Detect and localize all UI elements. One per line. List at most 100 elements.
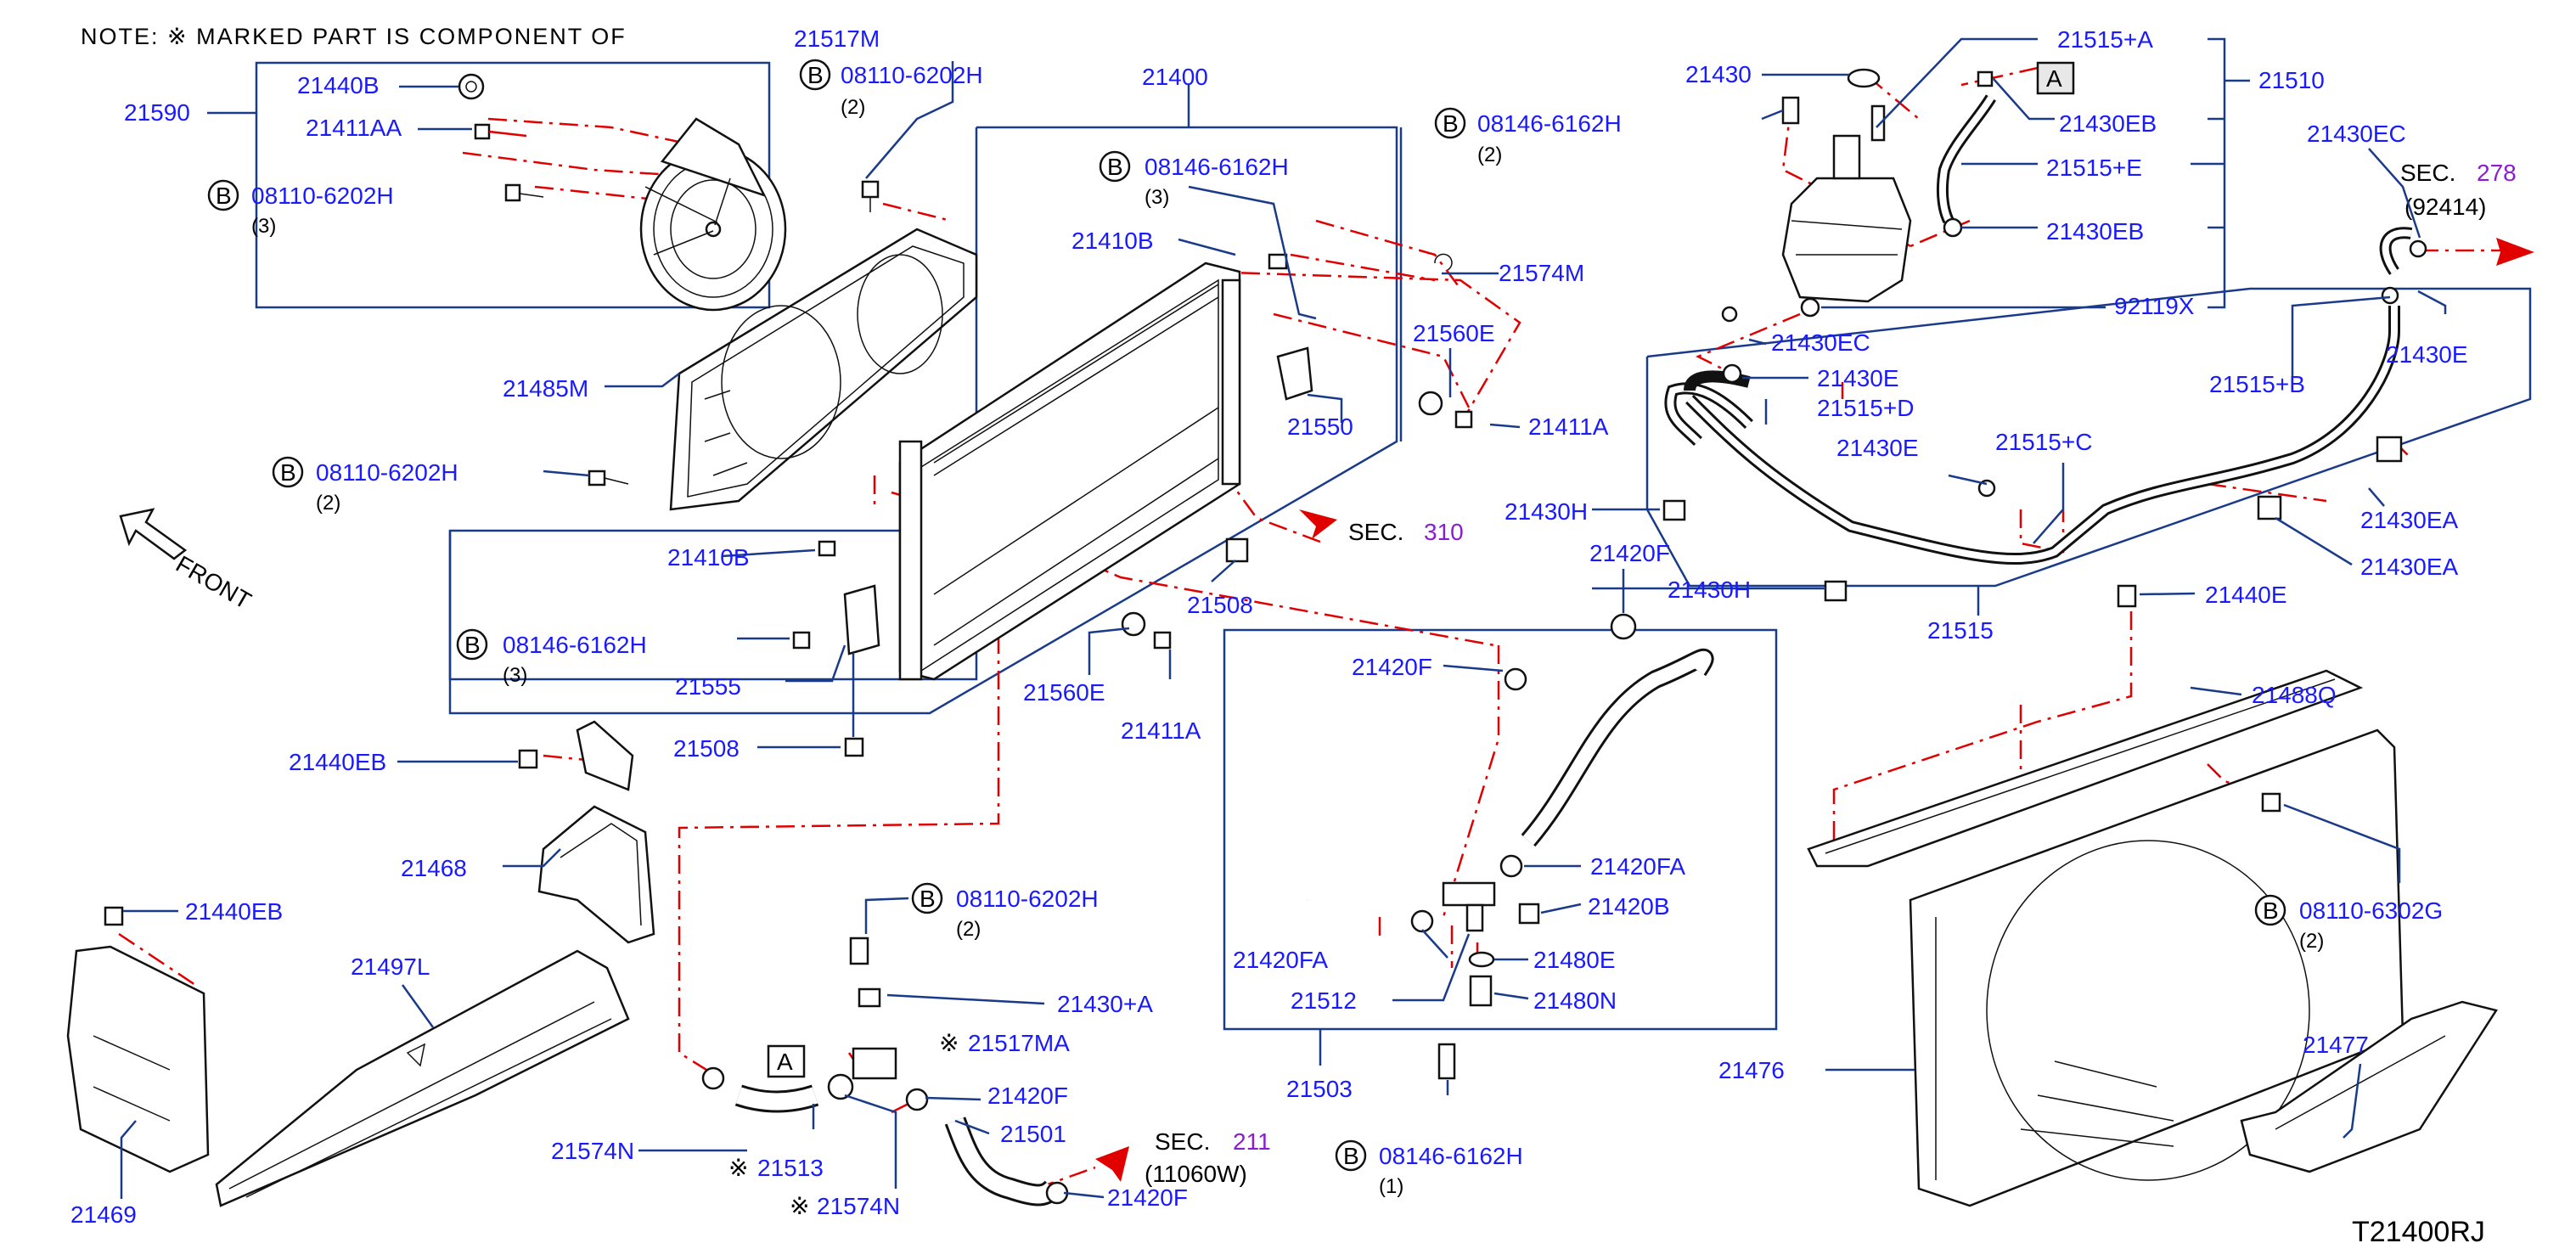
bracket-icon bbox=[1276, 346, 1313, 401]
bolt-icon bbox=[1454, 410, 1473, 429]
bolt-code: 08110-6202H bbox=[316, 459, 458, 486]
callout-label: 21515+A bbox=[2057, 26, 2153, 53]
clip-icon bbox=[1977, 479, 1996, 498]
callout-label: 21469 bbox=[70, 1201, 137, 1228]
ref-box-a-hose: A bbox=[767, 1044, 806, 1078]
bolt-callout-b9: B 08110-6302G (2) bbox=[2254, 894, 2443, 953]
callout-label: 21411A bbox=[1528, 413, 1609, 440]
component-mark: ※ bbox=[939, 1030, 959, 1056]
fan-shroud-21485M bbox=[669, 228, 978, 511]
hose-group-box bbox=[1223, 628, 1778, 1031]
callout-label: 21515+E bbox=[2046, 155, 2142, 181]
callout-label: 21420FA bbox=[1590, 853, 1685, 880]
drain-plug-icon bbox=[1225, 537, 1249, 563]
fan-motor-assembly bbox=[639, 117, 787, 312]
section-ref-211: SEC. 211 (11060W) bbox=[1145, 1128, 1271, 1187]
clip-icon bbox=[1268, 253, 1288, 270]
callout-label: 21411AA bbox=[306, 115, 402, 141]
callout-label: 21430 bbox=[1685, 61, 1752, 87]
callout-label: 21410B bbox=[1071, 228, 1154, 254]
clip-icon bbox=[1943, 217, 1963, 238]
callout-label: 21555 bbox=[675, 673, 741, 700]
drain-plug-icon bbox=[844, 737, 864, 757]
nut-icon bbox=[458, 73, 485, 100]
front-arrow: FRONT bbox=[119, 508, 256, 614]
sec-prefix: SEC. bbox=[2400, 160, 2455, 186]
bracket-icon bbox=[843, 584, 880, 655]
note-text: NOTE: ※ MARKED PART IS COMPONENT OF bbox=[81, 24, 627, 49]
clip-icon bbox=[1662, 499, 1686, 521]
bolt-code: 08110-6202H bbox=[841, 62, 983, 88]
callout-label: 21430EB bbox=[2046, 218, 2144, 245]
grommet-icon bbox=[1121, 611, 1146, 637]
sec-number: 211 bbox=[1233, 1128, 1271, 1155]
sec-278-arrow-icon bbox=[2496, 238, 2534, 266]
callout-label: 21420FA bbox=[1233, 947, 1328, 973]
callout-label: 21468 bbox=[401, 855, 467, 881]
sec-sub: (11060W) bbox=[1145, 1161, 1247, 1187]
callout-label: 21420F bbox=[987, 1083, 1068, 1109]
leader-lines bbox=[120, 37, 2447, 1199]
bolt-icon bbox=[1781, 96, 1800, 125]
bolt-callout-b7: B 08110-6202H (2) bbox=[911, 882, 1099, 941]
hose-clamp-icon bbox=[1499, 854, 1523, 878]
ref-box-a-reservoir: A bbox=[2036, 61, 2075, 95]
hose-clamp-icon bbox=[1410, 909, 1434, 933]
bolt-icon bbox=[104, 906, 124, 926]
b-symbol: B bbox=[2263, 897, 2279, 924]
upper-hose-group bbox=[1301, 648, 1714, 932]
bracket-icon bbox=[2376, 436, 2403, 463]
callout-label: 21513 bbox=[757, 1155, 824, 1181]
sec-number: 310 bbox=[1424, 519, 1464, 545]
grommet-icon bbox=[1800, 297, 1820, 318]
bolt-icon bbox=[518, 749, 538, 769]
callout-label: 21503 bbox=[1286, 1076, 1353, 1102]
bolt-code: 08110-6202H bbox=[956, 886, 1099, 912]
callout-label: 21411A bbox=[1121, 717, 1201, 744]
bracket-icon bbox=[2257, 495, 2282, 520]
bolt-icon bbox=[792, 631, 811, 650]
bolt-qty: (2) bbox=[841, 96, 865, 119]
sec-number: 278 bbox=[2477, 160, 2517, 186]
callout-labels: 21517M 21400 21590 21440B 21411AA 21410B… bbox=[70, 25, 2468, 1228]
nozzle-icon bbox=[1870, 104, 1886, 142]
b-symbol: B bbox=[920, 886, 936, 912]
callout-label: 21515+D bbox=[1817, 395, 1914, 421]
callout-label: 21430E bbox=[1817, 365, 1899, 391]
bolt-callout-b4: B 08146-6162H (2) bbox=[1434, 107, 1622, 166]
radiator-21400 bbox=[898, 262, 1241, 681]
b-symbol: B bbox=[216, 183, 232, 209]
drawing-code: T21400RJ bbox=[2352, 1216, 2485, 1248]
bolt-qty: (2) bbox=[1477, 143, 1502, 166]
bolt-qty: (3) bbox=[251, 215, 276, 238]
bolt-code: 08146-6162H bbox=[1379, 1143, 1523, 1169]
bolt-icon bbox=[861, 180, 880, 212]
callout-label: 21497L bbox=[351, 953, 430, 980]
bracket-icon bbox=[1518, 903, 1540, 925]
front-label: FRONT bbox=[172, 550, 256, 614]
bolt-icon bbox=[474, 123, 527, 140]
callout-label: 21488Q bbox=[2252, 682, 2337, 708]
clip-icon bbox=[1721, 306, 1738, 323]
clip-icon bbox=[2381, 286, 2399, 305]
b-symbol: B bbox=[807, 62, 824, 88]
thermostat-housing-icon bbox=[852, 987, 897, 1080]
callout-label: 21574N bbox=[817, 1193, 900, 1219]
lower-seal-21497L bbox=[215, 949, 630, 1207]
air-guide-21469 bbox=[66, 945, 210, 1173]
bolt-icon bbox=[588, 470, 629, 487]
component-mark: ※ bbox=[790, 1193, 809, 1219]
callout-label: 21510 bbox=[2258, 67, 2325, 93]
callout-label: 21560E bbox=[1413, 320, 1495, 346]
bolt-code: 08110-6202H bbox=[251, 183, 394, 209]
sec-prefix: SEC. bbox=[1155, 1128, 1210, 1155]
washer-icon bbox=[1468, 951, 1495, 968]
callout-label: 21515+B bbox=[2209, 371, 2305, 397]
callout-label: 92119X bbox=[2114, 293, 2195, 319]
callout-label: 21501 bbox=[1000, 1121, 1066, 1147]
callout-label: 21430E bbox=[1836, 435, 1919, 461]
clip-icon bbox=[1824, 580, 1848, 602]
reservoir-cap-icon bbox=[1847, 68, 1881, 88]
callout-label: 21420B bbox=[1588, 893, 1670, 920]
